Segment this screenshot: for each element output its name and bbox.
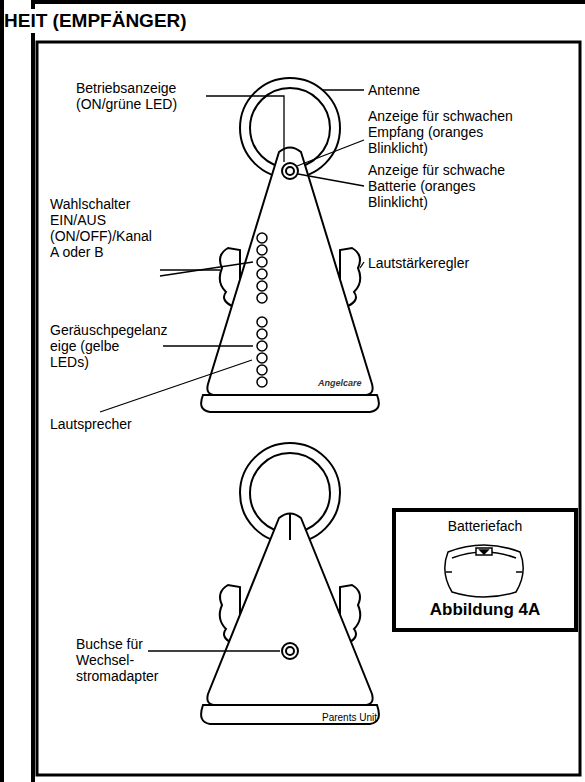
figure-caption: Abbildung 4A	[430, 600, 540, 620]
inset-heading: Batteriefach	[448, 518, 523, 534]
part-label: Buchse für Wechsel- stromadapter	[76, 636, 148, 684]
part-label: Lautsprecher	[50, 416, 170, 432]
leader-lines	[100, 90, 364, 651]
part-label: Antenne	[368, 82, 528, 98]
part-label: Anzeige für schwache Batterie (oranges B…	[368, 162, 528, 210]
part-label: Geräuschpegelanz eige (gelbe LEDs)	[50, 322, 162, 370]
front-view	[201, 78, 379, 412]
part-label: Lautstärkeregler	[368, 255, 528, 271]
device-print: Parents Unit	[322, 712, 382, 724]
brand-mark: Angelcare	[318, 378, 368, 389]
battery-cover	[445, 545, 523, 597]
part-label: Wahlschalter EIN/AUS (ON/OFF)/Kanal A od…	[50, 196, 158, 260]
back-view	[201, 443, 379, 724]
page-title: HEIT (EMPFÄNGER)	[4, 9, 190, 33]
led-column	[257, 233, 267, 387]
part-label: Anzeige für schwachen Empfang (oranges B…	[368, 108, 528, 156]
figure-inset-box: BatteriefachAbbildung 4A	[392, 508, 578, 632]
part-label: Betriebsanzeige (ON/grüne LED)	[76, 80, 206, 112]
